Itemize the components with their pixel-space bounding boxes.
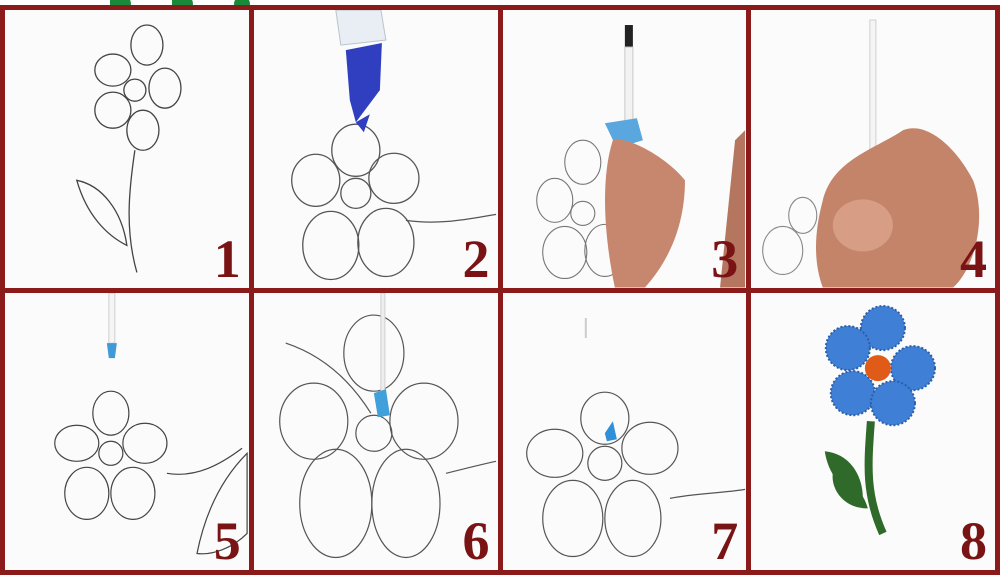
step-number: 6	[463, 514, 490, 568]
step-4-panel: 4	[751, 10, 995, 288]
step-number: 3	[711, 232, 738, 286]
step-8-panel: 8	[751, 293, 995, 571]
step-6-panel: 6	[254, 293, 498, 571]
step-2-panel: 2	[254, 10, 498, 288]
finished-flower	[751, 293, 995, 571]
finger-paint-scene	[503, 10, 747, 288]
flower-outline-drawing	[5, 10, 249, 288]
flower-center	[865, 355, 891, 381]
glue-application-scene	[254, 10, 498, 288]
applicator-stick	[109, 293, 115, 343]
applicator-stick	[381, 293, 385, 398]
step-number: 4	[960, 232, 987, 286]
step-number: 5	[214, 514, 241, 568]
tool-tip	[624, 25, 632, 47]
step-1-panel: 1	[5, 10, 249, 288]
step-number: 2	[463, 232, 490, 286]
paint-dot-scene	[503, 293, 747, 571]
hand	[816, 128, 979, 287]
step-number: 8	[960, 514, 987, 568]
stick-over-flower-scene	[5, 293, 249, 571]
step-number: 1	[214, 232, 241, 286]
flower-stem	[869, 421, 883, 533]
hand-rolling-scene	[751, 10, 995, 288]
finger	[605, 139, 685, 287]
glue-bottle	[336, 10, 386, 132]
step-7-panel: 7	[503, 293, 747, 571]
steps-grid: 1 2	[0, 5, 1000, 575]
paint-center-scene	[254, 293, 498, 571]
blue-paint-blob	[604, 421, 616, 441]
step-3-panel: 3	[503, 10, 747, 288]
blue-paint-blob	[374, 389, 390, 417]
step-number: 7	[711, 514, 738, 568]
step-5-panel: 5	[5, 293, 249, 571]
blue-paint-blob	[107, 343, 117, 358]
